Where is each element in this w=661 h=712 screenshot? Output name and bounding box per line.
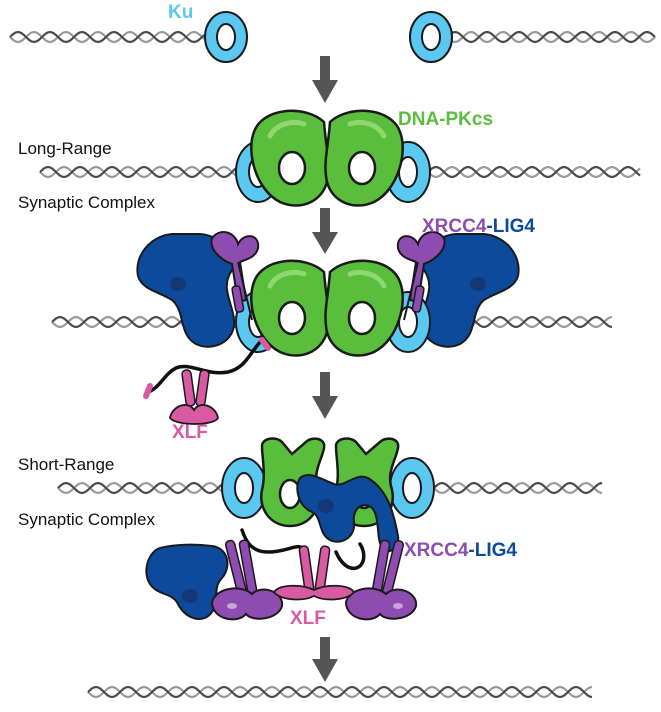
xrcc4-sr-right bbox=[344, 539, 418, 621]
dna-strand bbox=[446, 30, 656, 44]
ku-ring-left bbox=[204, 11, 248, 63]
dna-strand bbox=[433, 481, 603, 495]
arrow-1 bbox=[312, 56, 338, 103]
xrcc4-left-a bbox=[210, 230, 260, 321]
short-range-label-line2: Synaptic Complex bbox=[18, 510, 156, 529]
xrcc4-sr-left bbox=[210, 539, 284, 621]
xrcc4-lig4-label-bottom: XRCC4-LIG4 bbox=[404, 540, 517, 562]
ku-ring-sr-right bbox=[389, 457, 435, 519]
xlf-dimer-a bbox=[143, 337, 271, 425]
hyphen: - bbox=[486, 216, 493, 237]
xlf-sr-tether bbox=[240, 528, 366, 571]
dna-strand bbox=[39, 165, 241, 179]
dna-strand bbox=[427, 165, 641, 179]
arrows bbox=[312, 56, 338, 682]
dnapkcs-a-right bbox=[324, 259, 404, 357]
short-range-label-line1: Short-Range bbox=[18, 455, 115, 474]
dna-strand bbox=[87, 685, 593, 699]
xlf-label-bottom: XLF bbox=[290, 608, 326, 629]
xrcc4-lig4-label-top: XRCC4-LIG4 bbox=[422, 216, 535, 238]
long-range-label-line2: Synaptic Complex bbox=[18, 193, 156, 212]
xlf-label-top: XLF bbox=[172, 422, 208, 443]
dnapkcs-a-left bbox=[250, 259, 330, 357]
arrow-2 bbox=[312, 208, 338, 254]
ku-ring-sr-left bbox=[221, 457, 267, 519]
lig4-label: LIG4 bbox=[492, 216, 535, 237]
ku-label: Ku bbox=[168, 2, 194, 23]
long-range-label-line1: Long-Range bbox=[18, 139, 112, 158]
xrcc4-label: XRCC4 bbox=[404, 540, 469, 561]
lig4-sr-left bbox=[145, 543, 229, 620]
hyphen: - bbox=[468, 540, 475, 561]
xrcc4-right-a bbox=[396, 230, 446, 321]
arrow-4 bbox=[312, 637, 338, 682]
ku-ring-right bbox=[409, 11, 453, 63]
dna-strand bbox=[9, 30, 205, 44]
xrcc4-label: XRCC4 bbox=[422, 216, 487, 237]
dnapkcs-label: DNA-PKcs bbox=[398, 109, 494, 130]
dnapkcs-left bbox=[250, 109, 330, 207]
dnapkcs-right bbox=[324, 109, 404, 207]
lig4-sr-center bbox=[296, 474, 400, 553]
xlf-sr-dimer bbox=[272, 545, 356, 601]
dna-strand bbox=[57, 481, 227, 495]
lig4-label: LIG4 bbox=[474, 540, 517, 561]
arrow-3 bbox=[312, 372, 338, 419]
